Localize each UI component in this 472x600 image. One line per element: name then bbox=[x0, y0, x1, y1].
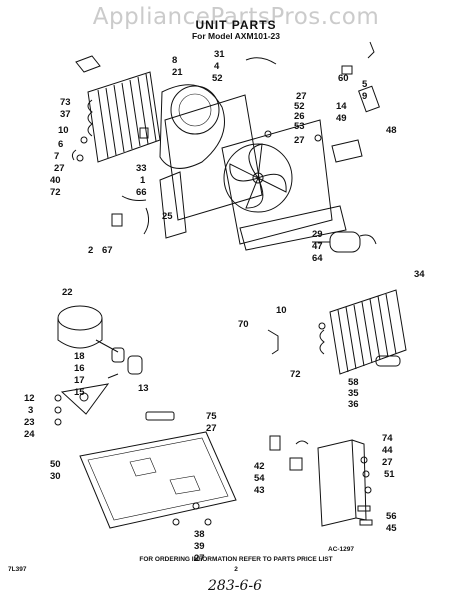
ordering-note: FOR ORDERING INFORMATION REFER TO PARTS … bbox=[139, 556, 333, 563]
callout-label: 72 bbox=[50, 187, 61, 198]
callout-label: 58 bbox=[348, 377, 359, 388]
callout-label: 74 bbox=[382, 433, 393, 444]
callout-label: 75 bbox=[206, 411, 217, 422]
art-code: AC-1297 bbox=[328, 546, 355, 553]
compressor bbox=[54, 305, 143, 426]
callout-label: 30 bbox=[50, 471, 61, 482]
blower-housing bbox=[159, 84, 263, 239]
fan-and-partition bbox=[221, 119, 347, 251]
callout-label: 35 bbox=[348, 388, 359, 399]
callout-label: 16 bbox=[74, 363, 85, 374]
base-pan bbox=[79, 411, 237, 529]
callout-label: 33 bbox=[136, 163, 147, 174]
diagram-subtitle: For Model AXM101-23 bbox=[191, 31, 280, 41]
callout-label: 8 bbox=[172, 55, 178, 66]
callout-label: 51 bbox=[384, 469, 395, 480]
callout-label: 10 bbox=[276, 305, 287, 316]
callout-label: 39 bbox=[194, 541, 205, 552]
callout-label: 36 bbox=[348, 399, 359, 410]
callout-label: 44 bbox=[382, 445, 393, 456]
callout-label: 23 bbox=[24, 417, 35, 428]
callout-label: 27 bbox=[294, 135, 305, 146]
callout-label: 60 bbox=[338, 73, 349, 84]
callout-label: 14 bbox=[336, 101, 347, 112]
callout-label: 34 bbox=[414, 269, 425, 280]
callout-label: 31 bbox=[214, 49, 225, 60]
callout-label: 18 bbox=[74, 351, 85, 362]
fan-motor bbox=[312, 231, 377, 253]
left-hardware bbox=[71, 127, 150, 235]
callout-label: 37 bbox=[60, 109, 71, 120]
callout-label: 21 bbox=[172, 67, 183, 78]
upper-right-hardware bbox=[245, 41, 380, 163]
callout-label: 15 bbox=[74, 387, 85, 398]
watermark: AppliancePartsPros.com bbox=[92, 4, 380, 30]
callout-label: 7 bbox=[54, 151, 60, 162]
callout-label: 27 bbox=[296, 91, 307, 102]
callout-label: 22 bbox=[62, 287, 73, 298]
page-number: 2 bbox=[234, 566, 238, 573]
callout-label: 27 bbox=[54, 163, 65, 174]
callout-label: 48 bbox=[386, 125, 397, 136]
callout-label: 52 bbox=[294, 101, 305, 112]
callout-label: 47 bbox=[312, 241, 323, 252]
callout-label: 45 bbox=[386, 523, 397, 534]
callout-label: 56 bbox=[386, 511, 397, 522]
callout-label: 43 bbox=[254, 485, 265, 496]
callout-label: 50 bbox=[50, 459, 61, 470]
callout-label: 54 bbox=[254, 473, 265, 484]
condenser-coil-left bbox=[75, 55, 161, 163]
callout-label: 9 bbox=[362, 91, 368, 102]
callout-label: 12 bbox=[24, 393, 35, 404]
callout-label: 49 bbox=[336, 113, 347, 124]
callout-label: 3 bbox=[28, 405, 34, 416]
callout-label: 66 bbox=[136, 187, 147, 198]
callout-label: 27 bbox=[382, 457, 393, 468]
control-bracket bbox=[269, 435, 373, 527]
callout-label: 27 bbox=[206, 423, 217, 434]
handwritten-note: 283-6-6 bbox=[208, 578, 262, 594]
callout-label: 38 bbox=[194, 529, 205, 540]
left-code: 7L397 bbox=[8, 566, 27, 573]
diagram-title: UNIT PARTS bbox=[195, 18, 277, 32]
callout-label: 1 bbox=[140, 175, 146, 186]
callout-label: 2 bbox=[88, 245, 94, 256]
callout-label: 29 bbox=[312, 229, 323, 240]
callout-label: 70 bbox=[238, 319, 249, 330]
callout-label: 10 bbox=[58, 125, 69, 136]
evaporator-coil-right bbox=[267, 289, 407, 375]
callout-label: 25 bbox=[162, 211, 173, 222]
callout-label: 53 bbox=[294, 121, 305, 132]
callout-label: 67 bbox=[102, 245, 113, 256]
callout-label: 5 bbox=[362, 79, 368, 90]
callout-label: 4 bbox=[214, 61, 220, 72]
callout-label: 6 bbox=[58, 139, 64, 150]
callout-label: 24 bbox=[24, 429, 35, 440]
callout-label: 42 bbox=[254, 461, 265, 472]
callout-label: 40 bbox=[50, 175, 61, 186]
callout-label: 72 bbox=[290, 369, 301, 380]
callout-label: 26 bbox=[294, 111, 305, 122]
callout-label: 73 bbox=[60, 97, 71, 108]
callout-label: 27 bbox=[194, 553, 205, 564]
callout-label: 64 bbox=[312, 253, 323, 264]
callout-label: 52 bbox=[212, 73, 223, 84]
callout-label: 17 bbox=[74, 375, 85, 386]
callout-label: 13 bbox=[138, 383, 149, 394]
